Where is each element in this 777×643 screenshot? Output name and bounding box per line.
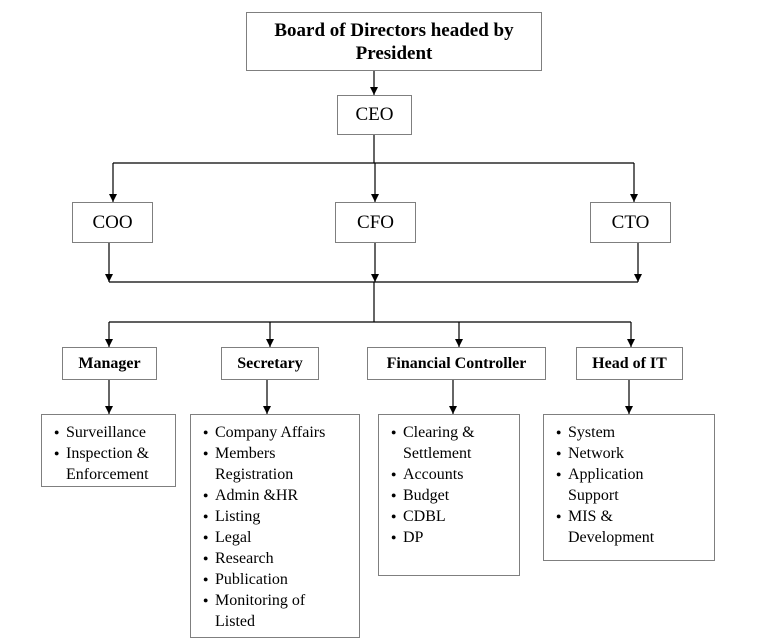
cto-node: CTO bbox=[590, 202, 671, 243]
manager-duties-list: Surveillance Inspection & Enforcement bbox=[54, 422, 169, 485]
secretary-duties-box: Company Affairs Members Registration Adm… bbox=[190, 414, 360, 638]
manager-duties-box: Surveillance Inspection & Enforcement bbox=[41, 414, 176, 487]
secretary-duties-list: Company Affairs Members Registration Adm… bbox=[203, 422, 353, 632]
ceo-node: CEO bbox=[337, 95, 412, 135]
head-of-it-title: Head of IT bbox=[592, 354, 667, 372]
financial-controller-title: Financial Controller bbox=[386, 354, 527, 372]
secretary-title: Secretary bbox=[237, 354, 303, 372]
manager-node: Manager bbox=[62, 347, 157, 380]
board-node: Board of Directors headed by President bbox=[246, 12, 542, 71]
duty-item: Legal bbox=[203, 527, 353, 548]
coo-node: COO bbox=[72, 202, 153, 243]
cfo-node: CFO bbox=[335, 202, 416, 243]
coo-title: COO bbox=[92, 211, 133, 233]
duty-item: Members Registration bbox=[203, 443, 353, 485]
secretary-node: Secretary bbox=[221, 347, 319, 380]
duty-item: Accounts bbox=[391, 464, 513, 485]
duty-item: Clearing & Settlement bbox=[391, 422, 513, 464]
duty-item: Application Support bbox=[556, 464, 708, 506]
duty-item: Admin &HR bbox=[203, 485, 353, 506]
head-of-it-node: Head of IT bbox=[576, 347, 683, 380]
duty-item: System bbox=[556, 422, 708, 443]
duty-item: MIS & Development bbox=[556, 506, 708, 548]
cto-title: CTO bbox=[611, 211, 650, 233]
duty-item: Inspection & Enforcement bbox=[54, 443, 169, 485]
ceo-title: CEO bbox=[355, 104, 394, 125]
duty-item: Surveillance bbox=[54, 422, 169, 443]
duty-item: Listing bbox=[203, 506, 353, 527]
duty-item: Network bbox=[556, 443, 708, 464]
duty-item: Company Affairs bbox=[203, 422, 353, 443]
duty-item: DP bbox=[391, 527, 513, 548]
financial-controller-duties-list: Clearing & Settlement Accounts Budget CD… bbox=[391, 422, 513, 548]
cfo-title: CFO bbox=[357, 211, 394, 233]
head-of-it-duties-box: System Network Application Support MIS &… bbox=[543, 414, 715, 561]
duty-item: Research bbox=[203, 548, 353, 569]
duty-item: Monitoring of Listed bbox=[203, 590, 353, 632]
board-title: Board of Directors headed by President bbox=[274, 19, 514, 64]
financial-controller-duties-box: Clearing & Settlement Accounts Budget CD… bbox=[378, 414, 520, 576]
duty-item: Budget bbox=[391, 485, 513, 506]
duty-item: Publication bbox=[203, 569, 353, 590]
duty-item: CDBL bbox=[391, 506, 513, 527]
head-of-it-duties-list: System Network Application Support MIS &… bbox=[556, 422, 708, 548]
financial-controller-node: Financial Controller bbox=[367, 347, 546, 380]
manager-title: Manager bbox=[78, 354, 141, 372]
